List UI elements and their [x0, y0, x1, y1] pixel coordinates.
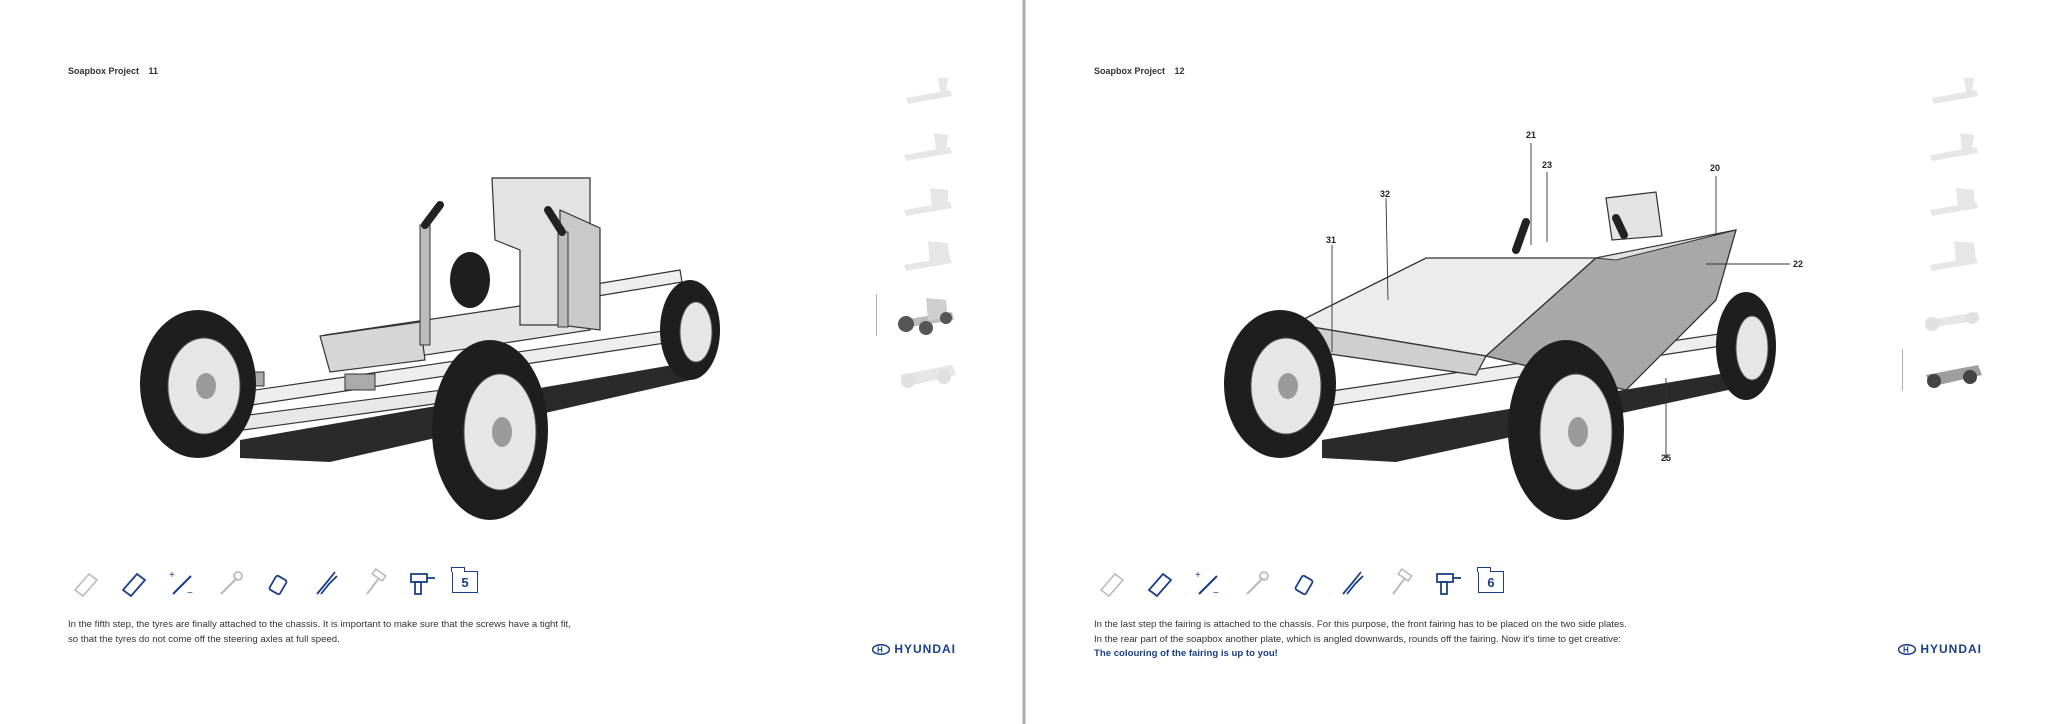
glue-icon	[260, 565, 296, 601]
wheel-rear-right	[1716, 292, 1776, 400]
wheel-rear-right	[660, 280, 720, 380]
brake-handle	[1612, 214, 1628, 239]
callout-25: 25	[1661, 453, 1672, 463]
page-number: 11	[148, 66, 159, 76]
step-thumb-3	[1912, 180, 1996, 230]
brand-logo: H HYUNDAI	[1898, 642, 1982, 656]
wheel-front-right	[1508, 340, 1624, 520]
page-header: Soapbox Project 12	[1094, 66, 1185, 76]
step-thumb-1	[886, 70, 970, 120]
glue-icon	[1286, 565, 1322, 601]
svg-text:H: H	[877, 645, 884, 654]
saw-icon	[1094, 565, 1130, 601]
step-thumb-4	[1912, 235, 1996, 285]
sandpaper-icon	[116, 565, 152, 601]
bracket	[344, 373, 376, 391]
tool-row: +− 5	[68, 565, 478, 601]
brand-name: HYUNDAI	[1920, 642, 1982, 656]
hammer-icon	[356, 565, 392, 601]
wheel-rear-left	[450, 252, 490, 308]
step-thumb-1	[1912, 70, 1996, 120]
callout-31: 31	[1326, 235, 1337, 245]
drill-icon	[404, 565, 440, 601]
steering-handle	[1512, 218, 1530, 254]
brand-logo: H HYUNDAI	[872, 642, 956, 656]
step-thumb-3	[886, 180, 970, 230]
screwdriver-icon: +−	[1190, 565, 1226, 601]
brand-name: HYUNDAI	[894, 642, 956, 656]
brake-post	[557, 231, 569, 328]
front-plate	[319, 321, 426, 373]
tool-row: +− 6	[1094, 565, 1504, 601]
step-box-icon: 6	[1477, 567, 1504, 593]
saw-icon	[68, 565, 104, 601]
section-title: Soapbox Project	[68, 66, 140, 76]
page-header: Soapbox Project 11	[68, 66, 158, 76]
page-11: Soapbox Project 11	[0, 0, 1022, 724]
svg-text:−: −	[187, 588, 193, 598]
drill-icon	[1430, 565, 1466, 601]
step-thumb-6	[886, 345, 970, 395]
step-description: In the last step the fairing is attached…	[1094, 618, 1794, 662]
steering-handle	[421, 201, 444, 229]
body-line: In the rear part of the soapbox another …	[1094, 633, 1621, 645]
section-title: Soapbox Project	[1094, 66, 1166, 76]
svg-text:H: H	[1903, 645, 1910, 654]
wrench-icon	[1238, 565, 1274, 601]
sandpaper-icon	[1142, 565, 1178, 601]
steering-post	[419, 224, 431, 346]
brake-handle	[544, 206, 566, 236]
callout-20: 20	[1710, 163, 1721, 173]
step-thumb-2	[886, 125, 970, 175]
wheel-front-left	[140, 310, 256, 458]
wheel-front-right	[432, 340, 548, 520]
hyundai-logo-icon: H	[872, 643, 891, 655]
page-gutter	[1022, 0, 1026, 724]
step-box-icon: 5	[451, 567, 478, 593]
step-thumb-6	[1902, 345, 1996, 395]
hammer-icon	[1382, 565, 1418, 601]
soapbox-fairing-illustration	[1224, 143, 1790, 520]
screwdriver-icon: +−	[164, 565, 200, 601]
step-thumb-4	[886, 235, 970, 285]
svg-text:+: +	[1195, 570, 1201, 581]
callout-23: 23	[1542, 160, 1553, 170]
hyundai-logo-icon: H	[1898, 643, 1917, 655]
pliers-icon	[308, 565, 344, 601]
callout-32: 32	[1380, 189, 1391, 199]
step-thumbnails	[1902, 70, 1996, 400]
pliers-icon	[1334, 565, 1370, 601]
wrench-icon	[212, 565, 248, 601]
wheel-front-left	[1224, 310, 1336, 458]
page-number: 12	[1174, 66, 1185, 76]
step-description: In the fifth step, the tyres are finally…	[68, 618, 768, 647]
step-thumb-2	[1912, 125, 1996, 175]
step-thumbnails	[876, 70, 970, 400]
callout-22: 22	[1793, 259, 1804, 269]
callout-21: 21	[1526, 130, 1537, 140]
callout-lines	[1331, 143, 1790, 460]
svg-text:+: +	[169, 570, 175, 581]
soapbox-chassis-illustration	[140, 177, 720, 520]
step-thumb-5	[876, 290, 970, 340]
page-12: Soapbox Project 12	[1026, 0, 2048, 724]
body-line: In the last step the fairing is attached…	[1094, 619, 1627, 630]
highlight-line: The colouring of the fairing is up to yo…	[1094, 648, 1278, 659]
body-line: so that the tyres do not come off the st…	[68, 633, 340, 645]
body-line: In the fifth step, the tyres are finally…	[68, 619, 571, 630]
step-thumb-5	[1912, 290, 1996, 340]
rear-plate	[1595, 229, 1737, 261]
svg-text:−: −	[1213, 588, 1219, 598]
